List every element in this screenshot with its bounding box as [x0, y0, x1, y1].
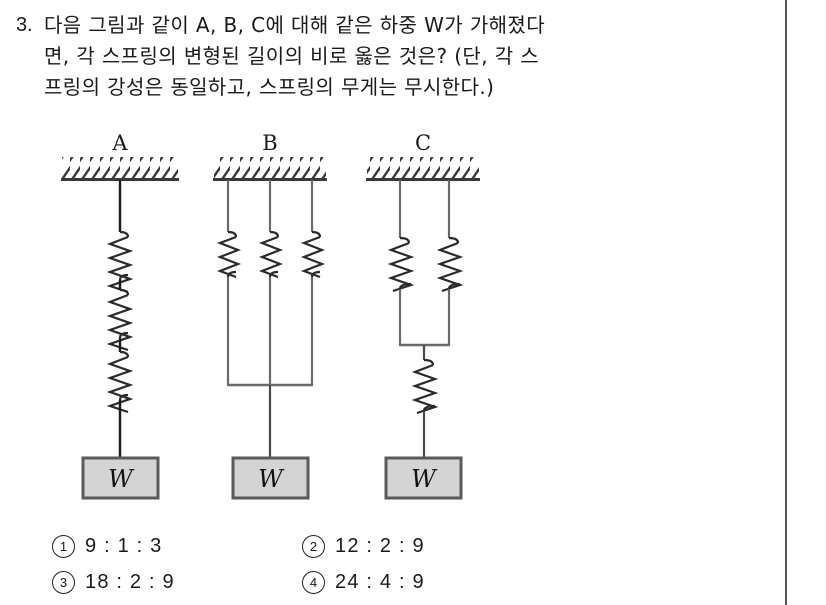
spring-b-3 — [300, 230, 326, 279]
weight-box-a — [81, 456, 160, 500]
choice-4-mark: 4 — [302, 570, 325, 594]
question-text: 다음 그림과 같이 A, B, C에 대해 같은 하중 W가 가해졌다 면, 각… — [44, 10, 756, 103]
weight-label-b: W — [258, 465, 285, 493]
diagram-c-label: C — [415, 131, 431, 155]
ceiling-hatch-c — [367, 157, 479, 178]
spring-b-2 — [258, 230, 284, 279]
weight-box-c — [384, 456, 463, 500]
choice-2[interactable]: 2 12 : 2 : 9 — [302, 534, 552, 558]
ceiling-hatch-b — [214, 157, 326, 178]
choice-4-text: 24 : 4 : 9 — [335, 570, 425, 593]
ceiling-hatch-a — [62, 157, 178, 178]
question-line-2: 면, 각 스프링의 변형된 길이의 비로 옳은 것은? (단, 각 스 — [44, 44, 540, 68]
spring-a-1 — [106, 230, 134, 294]
choice-3-mark: 3 — [52, 570, 75, 594]
diagram-b-label: B — [262, 131, 277, 155]
choice-2-mark: 2 — [302, 534, 325, 558]
choice-1-mark: 1 — [52, 534, 75, 558]
choice-3-text: 18 : 2 : 9 — [85, 570, 175, 593]
diagram-a: A — [61, 131, 179, 500]
figure-svg: A — [61, 131, 480, 500]
spring-a-3 — [106, 350, 134, 414]
question-line-1: 다음 그림과 같이 A, B, C에 대해 같은 하중 W가 가해졌다 — [44, 13, 546, 37]
diagram-a-label: A — [111, 131, 128, 155]
page-border-rule — [785, 0, 787, 605]
answer-choices: 1 9 : 1 : 3 2 12 : 2 : 9 3 18 : 2 : 9 4 … — [52, 528, 752, 600]
question-number: 3. — [16, 14, 33, 36]
choice-1[interactable]: 1 9 : 1 : 3 — [52, 534, 302, 558]
spring-b-1 — [216, 230, 242, 279]
choice-4[interactable]: 4 24 : 4 : 9 — [302, 570, 552, 594]
spring-systems-figure: A — [0, 120, 786, 520]
spring-a-2 — [106, 288, 134, 352]
spring-c-1 — [387, 236, 415, 293]
choice-2-text: 12 : 2 : 9 — [335, 534, 425, 557]
choice-3[interactable]: 3 18 : 2 : 9 — [52, 570, 302, 594]
diagram-c: C — [366, 131, 480, 500]
weight-box-b — [231, 456, 310, 500]
diagram-b: B — [213, 131, 327, 500]
choice-row-1: 1 9 : 1 : 3 2 12 : 2 : 9 — [52, 528, 752, 564]
weight-label-c: W — [411, 465, 438, 493]
question-line-3: 프링의 강성은 동일하고, 스프링의 무게는 무시한다.) — [44, 75, 495, 99]
question-block: 3. 다음 그림과 같이 A, B, C에 대해 같은 하중 W가 가해졌다 면… — [16, 10, 756, 103]
choice-row-2: 3 18 : 2 : 9 4 24 : 4 : 9 — [52, 564, 752, 600]
spring-c-2 — [436, 236, 464, 293]
choice-1-text: 9 : 1 : 3 — [85, 534, 163, 557]
weight-label-a: W — [108, 465, 135, 493]
spring-c-3 — [411, 358, 439, 415]
